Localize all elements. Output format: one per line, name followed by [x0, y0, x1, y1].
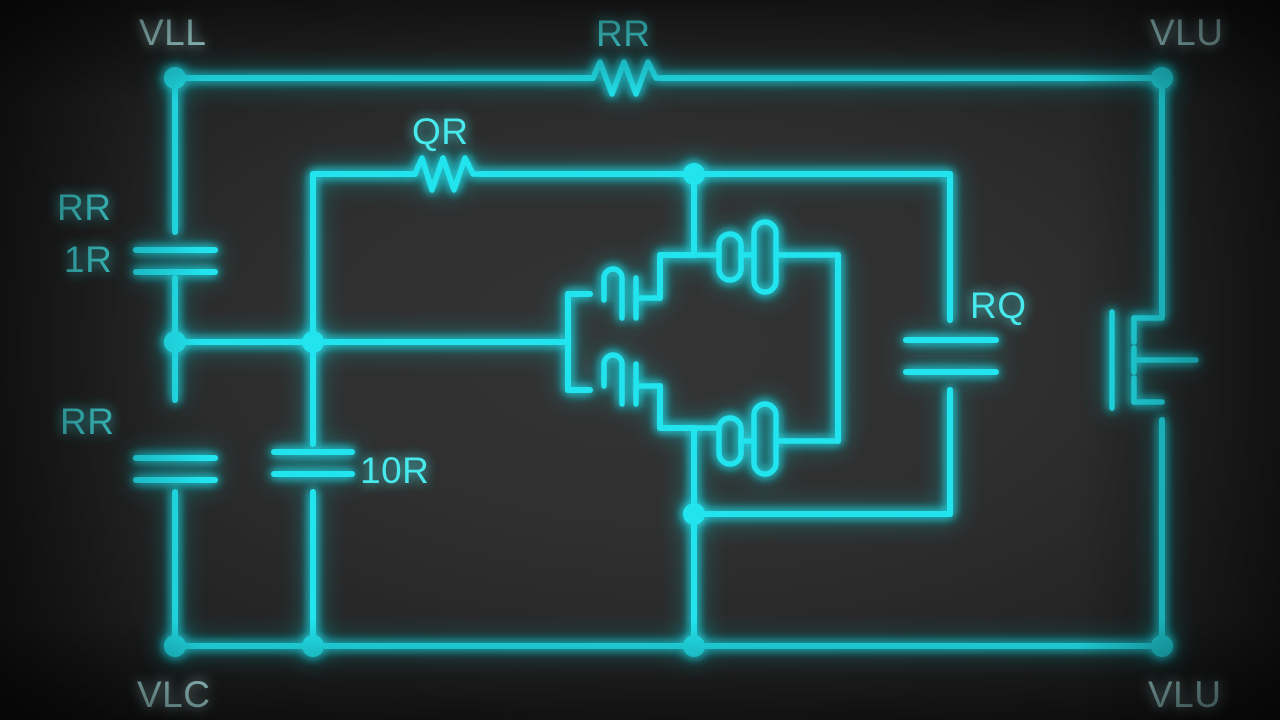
label-vll-glow: VLL	[139, 12, 206, 53]
label-rq-glow: RQ	[970, 285, 1027, 326]
label-rr-top-glow: RR	[596, 13, 650, 54]
label-resistor-qr: QR	[412, 111, 469, 152]
label-10r-glow: 10R	[360, 450, 429, 491]
label-capacitor-rq: RQ	[970, 285, 1027, 326]
label-vlu-bottom-glow: VLU	[1148, 674, 1221, 715]
label-vlc: VLC	[137, 674, 210, 715]
label-capacitor-upper-left-name: RR	[57, 187, 111, 228]
label-cap-ll-glow: RR	[60, 401, 114, 442]
label-vlu-top-glow: VLU	[1150, 12, 1223, 53]
label-vlu-top: VLU	[1150, 12, 1223, 53]
label-cap-ul-glow: RR	[57, 187, 111, 228]
label-capacitor-lower-left-name: RR	[60, 401, 114, 442]
label-vll: VLL	[139, 12, 206, 53]
label-vlc-glow: VLC	[137, 674, 210, 715]
label-qr-glow: QR	[412, 111, 469, 152]
label-vlu-bottom: VLU	[1148, 674, 1221, 715]
label-text: VLL VLU VLC VLU RR QR RR 1R RR 10R RQ	[57, 12, 1223, 715]
label-capacitor-10r: 10R	[360, 450, 429, 491]
label-cap-ul-val-glow: 1R	[64, 239, 112, 280]
label-resistor-rr-top: RR	[596, 13, 650, 54]
label-glow: VLL VLU VLC VLU RR QR RR 1R RR 10R RQ	[57, 12, 1223, 715]
label-capacitor-upper-left-value: 1R	[64, 239, 112, 280]
